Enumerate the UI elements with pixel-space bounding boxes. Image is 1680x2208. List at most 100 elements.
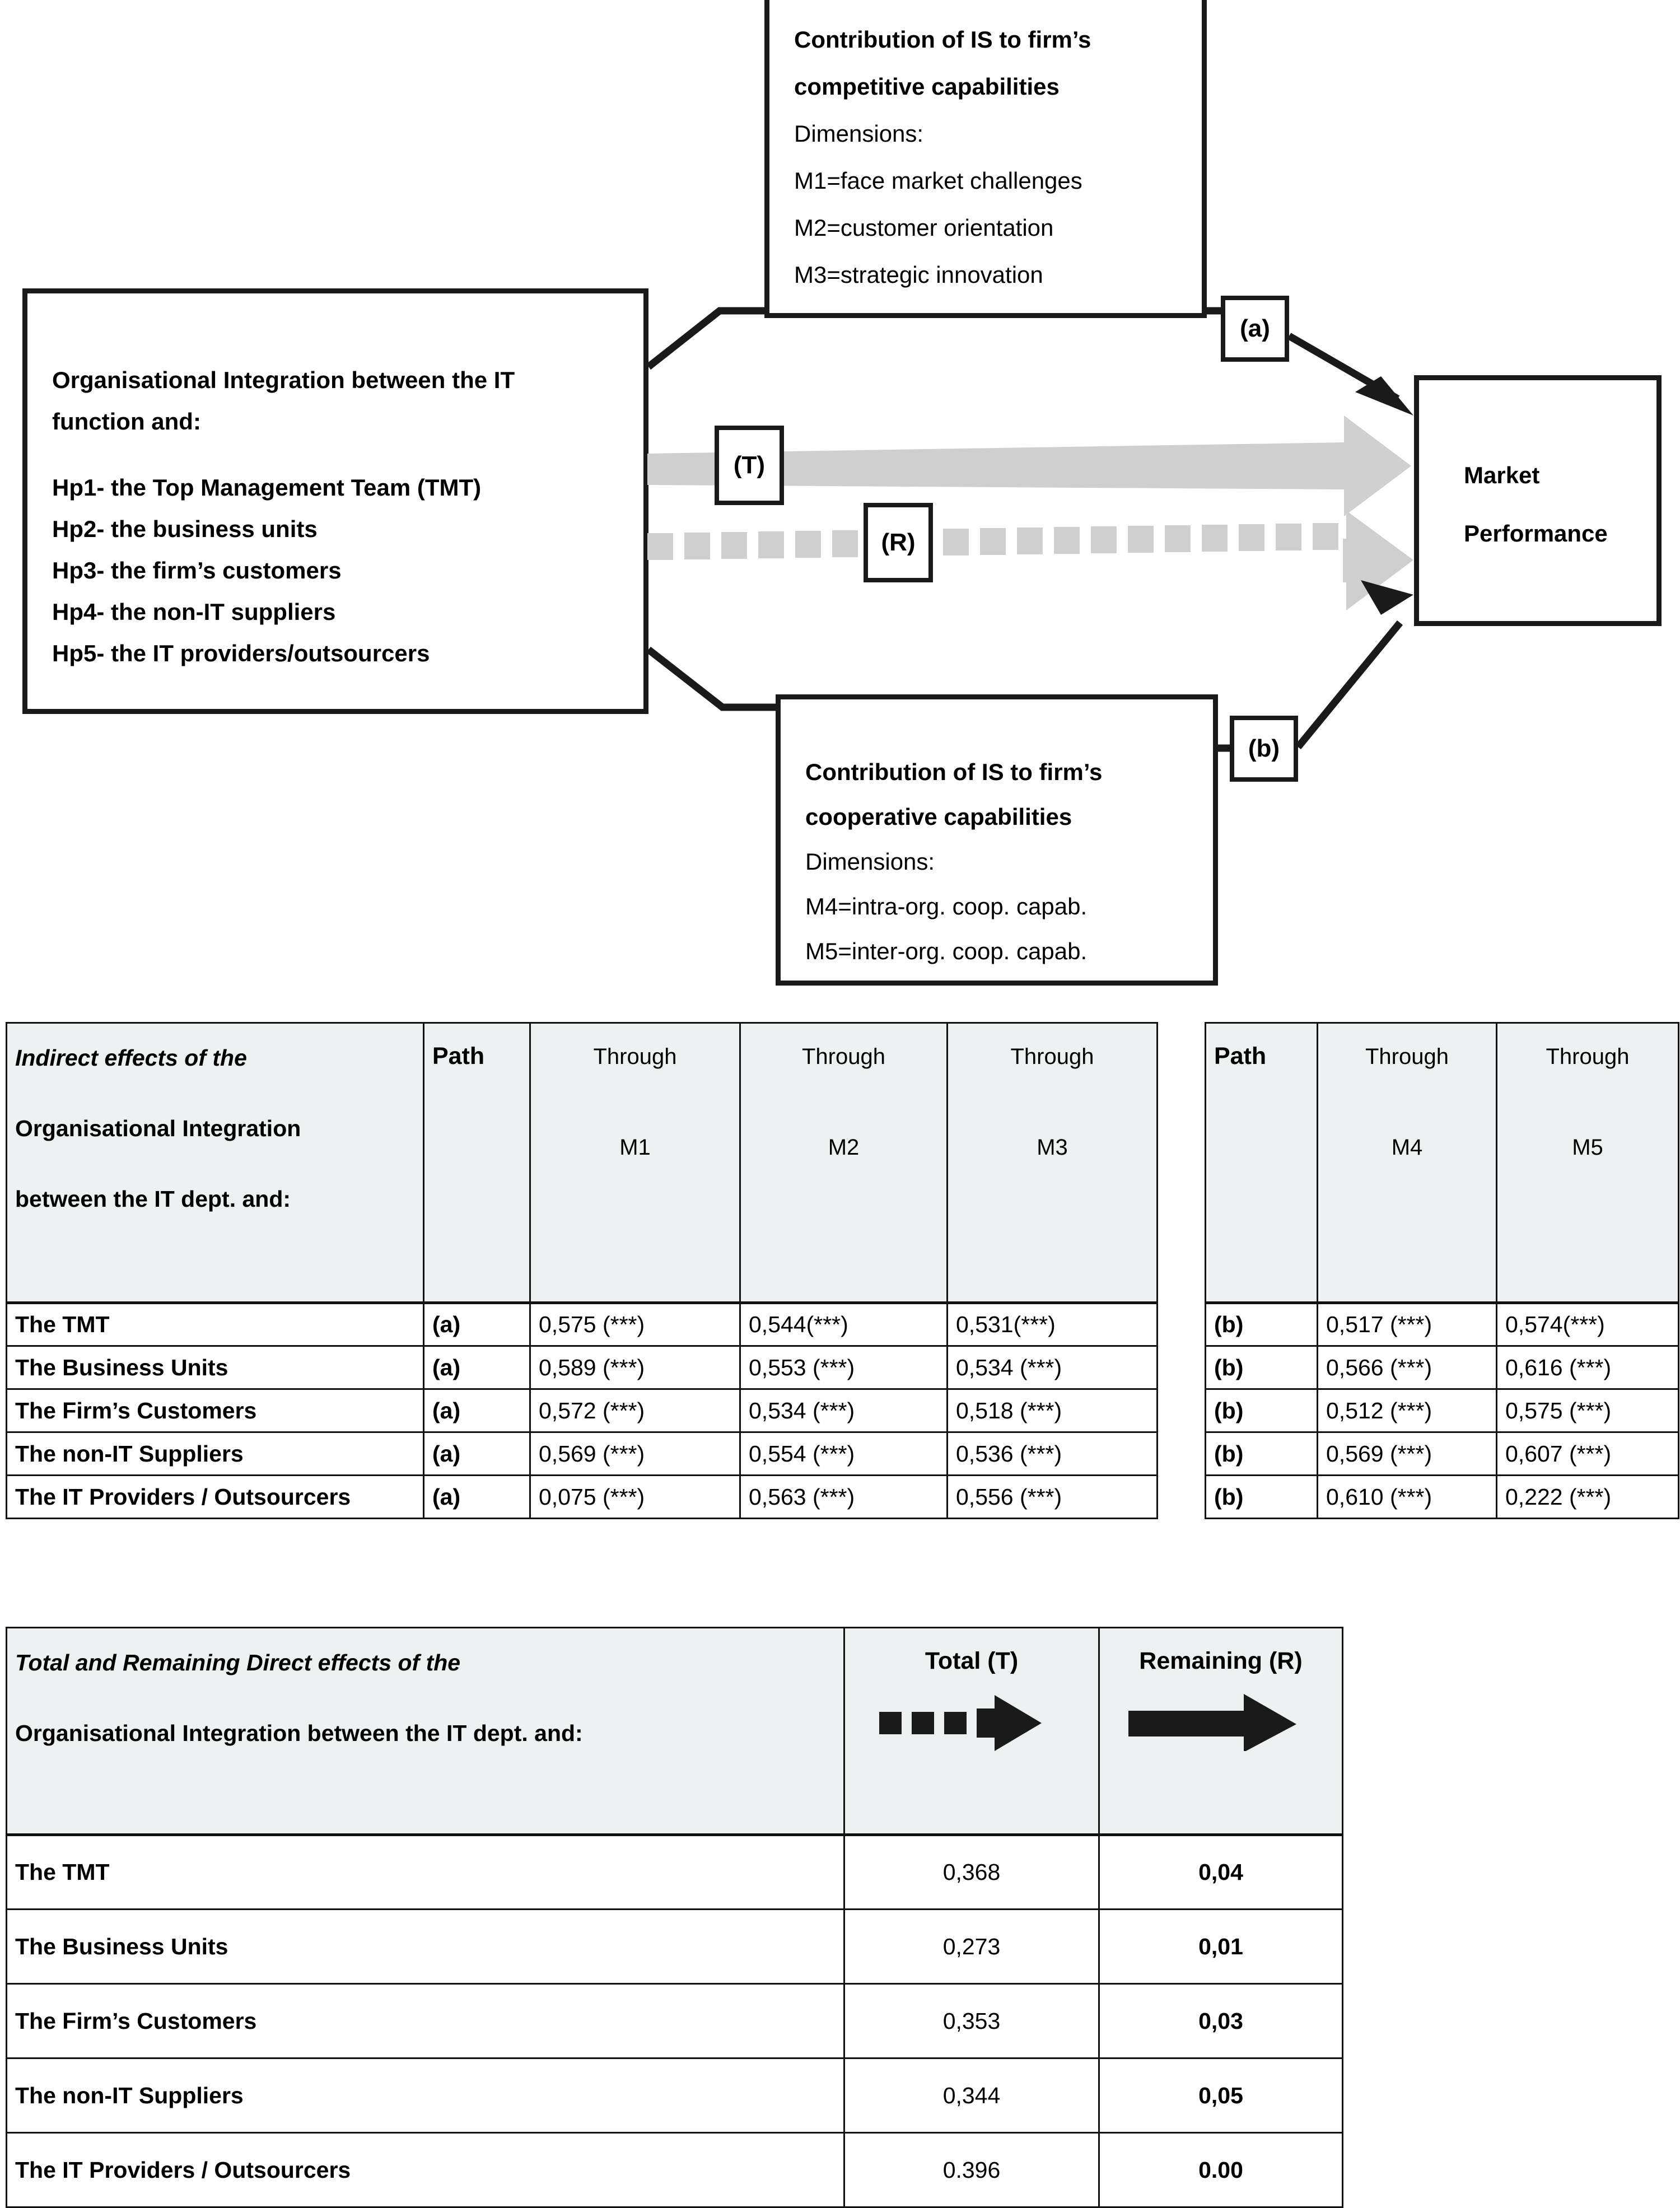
hypothesis-hp3: Hp3- the firm’s customers (52, 557, 342, 583)
market-performance-line1: Market (1464, 462, 1540, 488)
value-through-m1: 0,575 (***) (529, 1302, 741, 1347)
cooperative-title-line1: Contribution of IS to firm’s (805, 759, 1103, 785)
value-total: 0,344 (843, 2057, 1100, 2134)
row-path: (a) (423, 1302, 531, 1347)
value-through-m4: 0,512 (***) (1317, 1388, 1497, 1433)
row-label: The non-IT Suppliers (6, 2057, 845, 2134)
value-through-m2: 0,534 (***) (739, 1388, 948, 1433)
market-performance-line2: Performance (1464, 520, 1608, 547)
header-gap-2 (15, 1143, 415, 1184)
path-tag-t: (T) (715, 426, 784, 505)
value-through-m2: 0,544(***) (739, 1302, 948, 1347)
total-remaining-direct-effects-table: Total and Remaining Direct effects of th… (6, 1627, 1343, 2208)
row-path: (b) (1205, 1388, 1318, 1433)
row-path: (b) (1205, 1431, 1318, 1476)
value-total: 0,353 (843, 1983, 1100, 2059)
competitive-dimensions-label: Dimensions: (794, 120, 924, 147)
value-total: 0,368 (843, 1834, 1100, 1910)
header-sub-2: between the IT dept. and: (15, 1186, 291, 1212)
value-remaining: 0,01 (1098, 1908, 1343, 1985)
value-through-m5: 0,616 (***) (1496, 1345, 1679, 1390)
value-through-m4: 0,569 (***) (1317, 1431, 1497, 1476)
header-through-m1: Through M1 (529, 1022, 741, 1304)
header-description: Indirect effects of the Organisational I… (6, 1022, 424, 1304)
dimension-m2: M2=customer orientation (794, 214, 1054, 241)
row-label: The Firm’s Customers (6, 1983, 845, 2059)
value-through-m4: 0,566 (***) (1317, 1345, 1497, 1390)
value-through-m1: 0,569 (***) (529, 1431, 741, 1476)
arrowhead-a-to-market (1355, 376, 1413, 416)
row-label: The Business Units (6, 1345, 424, 1390)
solid-arrow-icon (1128, 1694, 1296, 1751)
table-row: The Business Units(a)0,589 (***)0,553 (*… (6, 1345, 1158, 1390)
table-row: The non-IT Suppliers(a)0,569 (***)0,554 … (6, 1431, 1158, 1476)
table-row: The TMT(a)0,575 (***)0,544(***)0,531(***… (6, 1302, 1158, 1347)
header-title: Total and Remaining Direct effects of th… (15, 1650, 461, 1675)
value-through-m5: 0,574(***) (1496, 1302, 1679, 1347)
row-label: The non-IT Suppliers (6, 1431, 424, 1476)
header-sub: Organisational Integration between the I… (15, 1720, 583, 1746)
table-row: (b)0,517 (***)0,574(***) (1205, 1302, 1679, 1347)
connector-tag-b-to-market (1295, 620, 1403, 750)
dimension-m4: M4=intra-org. coop. capab. (805, 893, 1088, 919)
total-label: Total (T) (925, 1647, 1019, 1674)
through-label-m5: Through (1546, 1044, 1630, 1069)
table-row: (b)0,610 (***)0,222 (***) (1205, 1474, 1679, 1519)
value-through-m3: 0,556 (***) (946, 1474, 1158, 1519)
header-through-m3: Through M3 (946, 1022, 1158, 1304)
connector-left-to-competitive (646, 307, 767, 370)
row-path: (a) (423, 1345, 531, 1390)
row-label: The IT Providers / Outsourcers (6, 1474, 424, 1519)
dimension-m1: M1=face market challenges (794, 167, 1082, 194)
connector-left-to-cooperative (646, 646, 778, 711)
value-remaining: 0.00 (1098, 2132, 1343, 2208)
row-label: The IT Providers / Outsourcers (6, 2132, 845, 2208)
value-through-m3: 0,536 (***) (946, 1431, 1158, 1476)
competitive-title-line1: Contribution of IS to firm’s (794, 26, 1091, 53)
black-connectors (646, 307, 1413, 752)
hypothesis-hp2: Hp2- the business units (52, 516, 318, 542)
value-through-m3: 0,534 (***) (946, 1345, 1158, 1390)
market-performance-box: Market Performance (1414, 375, 1662, 626)
value-remaining: 0,04 (1098, 1834, 1343, 1910)
indirect-effects-table-right: Path Through M4 Through M5 (b)0,517 (***… (1205, 1022, 1679, 1519)
hypothesis-hp4: Hp4- the non-IT suppliers (52, 599, 336, 625)
organisational-integration-box: Organisational Integration between the I… (22, 288, 648, 714)
table-header-row: Path Through M4 Through M5 (1205, 1022, 1679, 1304)
value-remaining: 0,03 (1098, 1983, 1343, 2059)
header-gap (15, 1678, 836, 1718)
header-total: Total (T) (843, 1627, 1100, 1836)
header-remaining: Remaining (R) (1098, 1627, 1343, 1836)
header-description: Total and Remaining Direct effects of th… (6, 1627, 845, 1836)
value-through-m3: 0,531(***) (946, 1302, 1158, 1347)
table-header-row: Total and Remaining Direct effects of th… (6, 1627, 1343, 1836)
value-through-m2: 0,563 (***) (739, 1474, 948, 1519)
cooperative-title-line2: cooperative capabilities (805, 804, 1072, 830)
hypothesis-hp5: Hp5- the IT providers/outsourcers (52, 640, 430, 666)
value-total: 0.396 (843, 2132, 1100, 2208)
competitive-title-line2: competitive capabilities (794, 73, 1060, 100)
row-label: The Firm’s Customers (6, 1388, 424, 1433)
mediator-label-m4: M4 (1391, 1135, 1423, 1160)
row-path: (b) (1205, 1474, 1318, 1519)
oi-title-line2: function and: (52, 408, 201, 435)
table-row: The Firm’s Customers(a)0,572 (***)0,534 … (6, 1388, 1158, 1433)
value-total: 0,273 (843, 1908, 1100, 1985)
dimension-m3: M3=strategic innovation (794, 262, 1043, 288)
arrowhead-b-to-market (1361, 580, 1413, 615)
header-through-m4: Through M4 (1317, 1022, 1497, 1304)
table-row: (b)0,566 (***)0,616 (***) (1205, 1345, 1679, 1390)
table-header-row: Indirect effects of the Organisational I… (6, 1022, 1158, 1304)
remaining-label: Remaining (R) (1139, 1647, 1303, 1674)
through-label-m4: Through (1365, 1044, 1449, 1069)
table-row: (b)0,569 (***)0,607 (***) (1205, 1431, 1679, 1476)
table-row: (b)0,512 (***)0,575 (***) (1205, 1388, 1679, 1433)
path-tag-a: (a) (1221, 296, 1289, 362)
path-tag-b: (b) (1230, 716, 1298, 782)
value-through-m5: 0,607 (***) (1496, 1431, 1679, 1476)
row-path: (a) (423, 1431, 531, 1476)
value-through-m2: 0,554 (***) (739, 1431, 948, 1476)
